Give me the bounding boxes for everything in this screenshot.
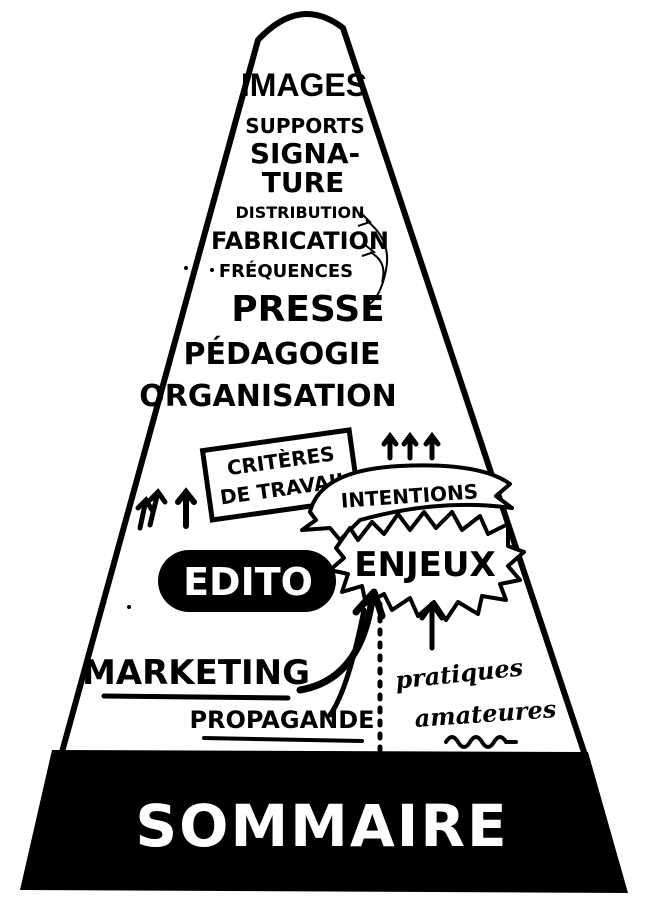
word-presse: PRESSE: [231, 289, 385, 330]
curved-arrow-icon: [369, 251, 385, 283]
arrowhead-icon: [361, 243, 377, 257]
curved-arrow-icon: [365, 219, 388, 307]
arrow-pratiques-up: [419, 601, 445, 651]
sommaire-band: [20, 750, 628, 893]
word-signa: SIGNA-: [250, 137, 360, 170]
word-distribution: DISTRIBUTION: [236, 203, 365, 222]
sommaire-title: SOMMAIRE: [135, 792, 508, 860]
intentions-banner: [300, 463, 514, 542]
word-fabrication: FABRICATION: [211, 227, 389, 255]
amateures-label: amateures: [414, 694, 558, 733]
squiggle-icon: [444, 735, 518, 749]
propagande-label: PROPAGANDE: [189, 706, 374, 734]
word-images: IMAGES: [241, 67, 367, 103]
enjeux-label: ENJEUX: [354, 545, 495, 585]
edito-label: EDITO: [183, 560, 313, 604]
word-frequences: FRÉQUENCES: [219, 260, 353, 282]
up-arrows-right: [381, 431, 441, 461]
word-pedagogie: PÉDAGOGIE: [183, 336, 380, 372]
pratiques-label: pratiques: [394, 652, 525, 694]
edito-pill: [158, 550, 336, 612]
arrowhead-icon: [352, 588, 386, 620]
arrow-marketing-to-enjeux: [296, 596, 376, 694]
word-ture: TURE: [262, 166, 345, 199]
word-organisation: ORGANISATION: [139, 379, 396, 414]
marketing-underline: [101, 693, 291, 701]
word-supports: SUPPORTS: [245, 114, 365, 138]
marketing-label: MARKETING: [82, 653, 310, 693]
arrowhead-icon: [357, 211, 372, 227]
up-arrows-left: [135, 487, 197, 531]
pyramid-outline: [59, 11, 588, 758]
propagande-underline: [202, 736, 364, 743]
